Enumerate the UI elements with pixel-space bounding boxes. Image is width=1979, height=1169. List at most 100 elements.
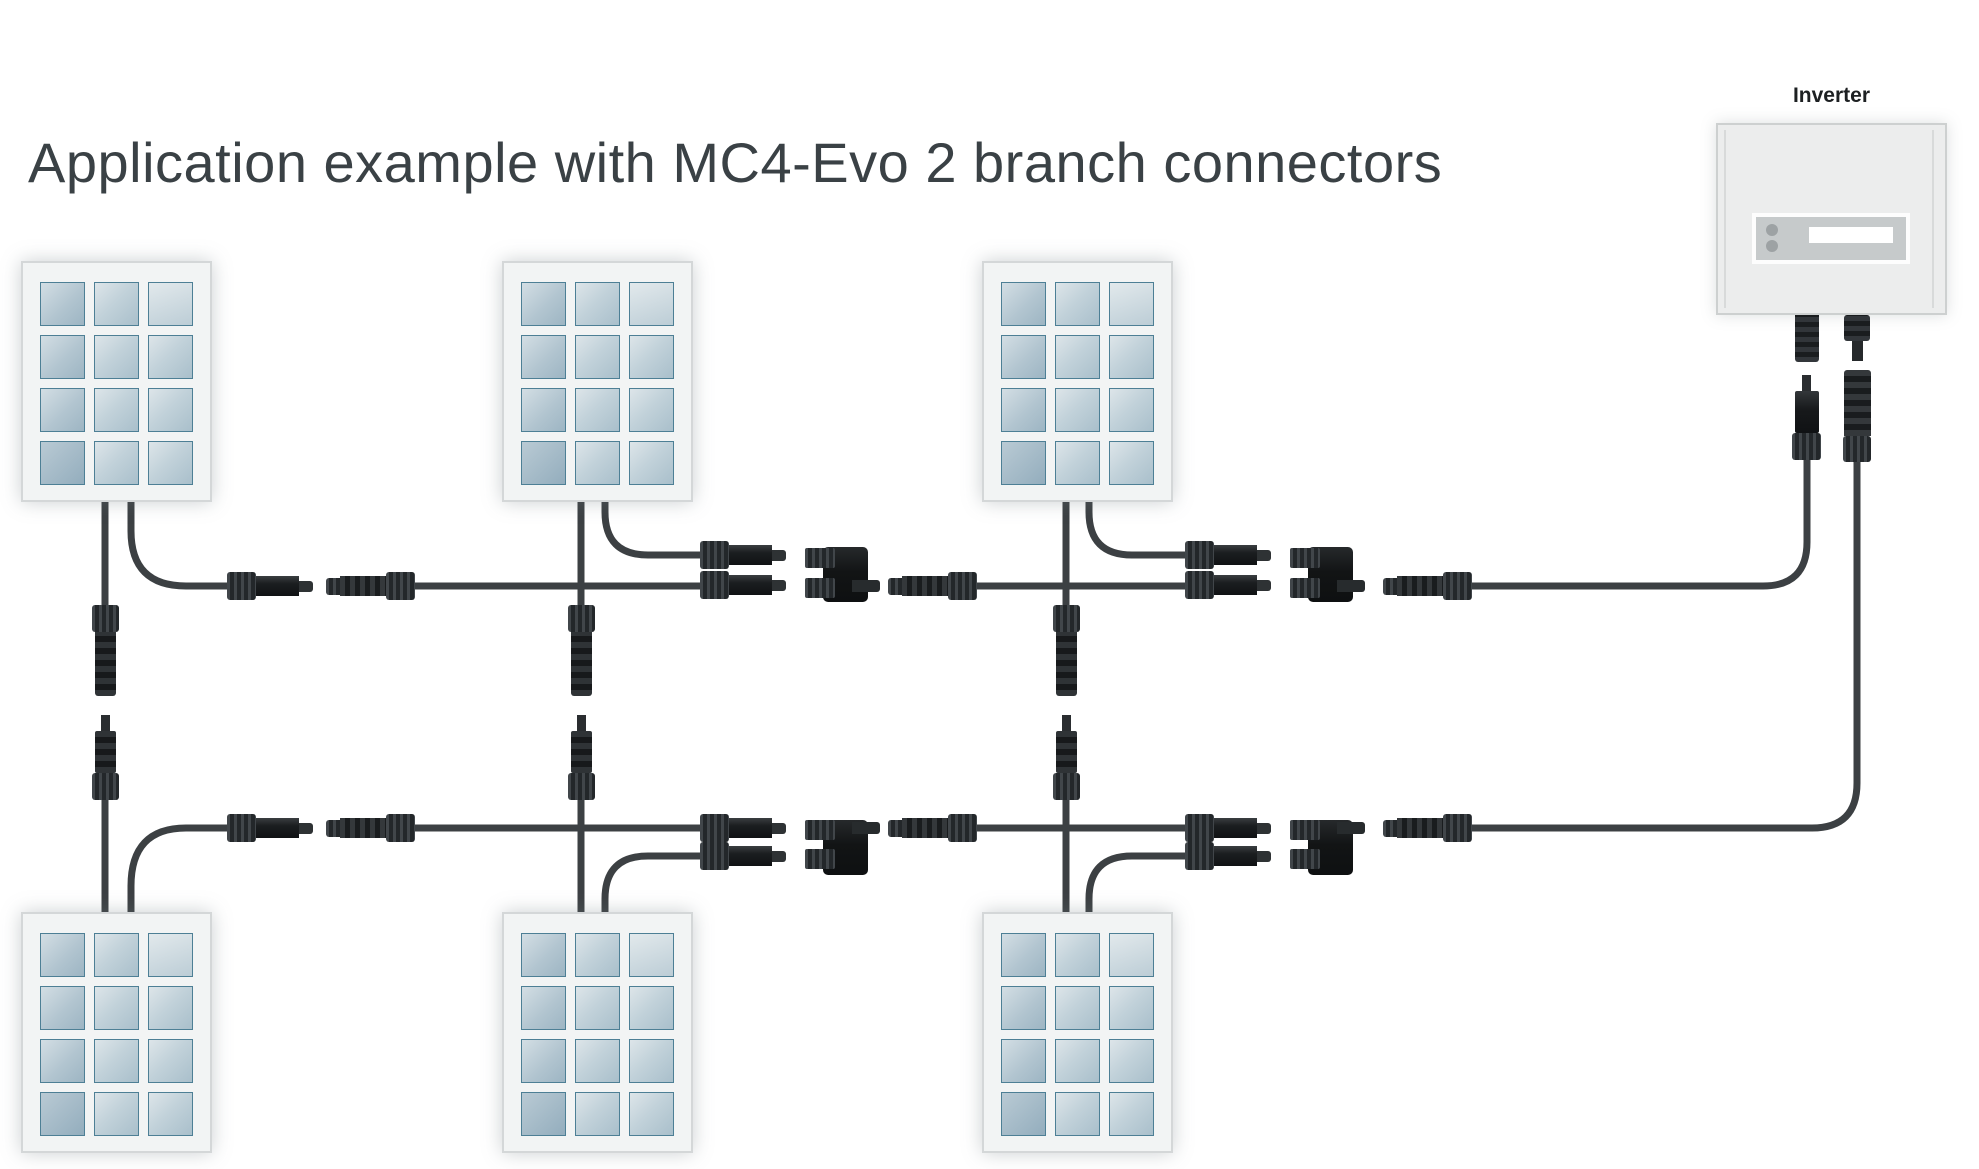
solar-panel [21,261,212,502]
mc4-female-connector-vertical [568,605,595,696]
panel-cell [521,335,566,379]
mc4-branch-connector [805,547,880,602]
inverter-label: Inverter [1792,84,1871,107]
panel-cell [148,933,193,977]
solar-panel [502,261,693,502]
panel-cell [629,335,674,379]
panel-cell [1109,1092,1154,1136]
connector-tip [1383,577,1397,595]
branch-input-port [805,578,835,598]
mc4-male-connector-vertical [568,715,595,800]
solar-panel [982,261,1173,502]
panel-cell [148,335,193,379]
mc4-male-connector [1185,814,1271,842]
connector-nut [1443,814,1472,842]
panel-cell [629,933,674,977]
panel-cell [1055,335,1100,379]
connector-nut [1792,433,1821,460]
panel-cell [629,1039,674,1083]
inverter-flange-left [1724,130,1729,308]
panel-cell [1109,282,1154,326]
panel-cell [1055,388,1100,432]
branch-input-port [1290,820,1320,840]
connector-pin [577,715,586,731]
panel-cell [575,1039,620,1083]
mc4-female-connector [326,814,415,842]
panel-cell [40,1092,85,1136]
panel-cell [1109,441,1154,485]
panel-cell [94,441,139,485]
panel-cell [148,1092,193,1136]
panel-cell [521,986,566,1030]
connector-body [729,846,772,866]
mc4-male-connector [700,571,786,599]
connector-pin [1062,715,1071,731]
panel-cell [521,1092,566,1136]
panel-cell [521,933,566,977]
panel-cell [1055,441,1100,485]
panel-cell [40,335,85,379]
panel-cell [575,986,620,1030]
connector-body [1214,818,1257,838]
connector-nut [227,572,256,600]
cable-panel2-top-to-branch [601,502,706,559]
panel-cell [148,282,193,326]
solar-panel [502,912,693,1153]
panel-cell [148,441,193,485]
connector-nut [700,571,729,599]
connector-body [1397,818,1443,838]
connector-nut [568,605,595,632]
panel-cell [1109,933,1154,977]
connector-tip [299,822,313,834]
connector-nut [1185,814,1214,842]
connector-body [1056,632,1077,696]
panel-cell [1001,1092,1046,1136]
panel-cell [40,933,85,977]
panel-cell [629,1092,674,1136]
branch-input-port [805,849,835,869]
connector-nut [386,572,415,600]
panel-cell [40,282,85,326]
connector-nut [92,773,119,800]
cable-home-run-bottom [1452,460,1861,832]
connector-pin [101,715,110,731]
mc4-female-connector [1383,572,1472,600]
connector-body [256,818,299,838]
inverter-led-icon [1766,240,1778,252]
solar-panel-cell-grid [40,282,193,485]
panel-cell [40,441,85,485]
connector-nut [1053,773,1080,800]
connector-body [902,818,948,838]
mc4-male-connector-vertical [1053,715,1080,800]
connector-nut [948,814,977,842]
connector-body [256,576,299,596]
connector-body [729,575,772,595]
connector-body [95,731,116,773]
panel-cell [94,933,139,977]
mc4-male-connector [1185,571,1271,599]
connector-pin [1802,375,1811,391]
panel-cell [1001,282,1046,326]
panel-cell [575,933,620,977]
panel-cell [1001,933,1046,977]
mc4-male-connector [227,572,313,600]
connector-nut [1185,541,1214,569]
mc4-male-connector [1185,541,1271,569]
connector-body [902,576,948,596]
panel-cell [40,1039,85,1083]
connector-body [340,818,386,838]
cable-panel2-bottom-to-branch [601,852,706,912]
connector-pin [1851,341,1863,361]
mc4-male-connector [700,541,786,569]
branch-input-port [1290,578,1320,598]
mc4-female-cable-connector-inverter-right [1843,370,1871,462]
connector-body [95,632,116,696]
panel-cell [521,282,566,326]
solar-panel [982,912,1173,1153]
connector-nut [1843,436,1871,462]
connector-nut [1053,605,1080,632]
panel-cell [1055,933,1100,977]
connector-cap [1844,315,1870,341]
connector-nut [700,842,729,870]
